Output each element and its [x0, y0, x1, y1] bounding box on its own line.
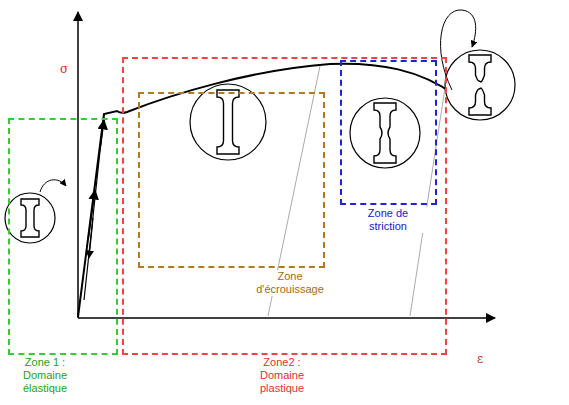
elastic-zone: Zone 1 : Domaine élastique: [8, 118, 118, 355]
hardening-zone: Zone d'écrouissage: [138, 92, 325, 268]
specimen-circle: [350, 98, 420, 168]
strain-axis-label: ε: [477, 352, 483, 366]
plastic-zone: Zone d'écrouissageZone de strictionZone2…: [122, 57, 447, 355]
test-specimen: [21, 199, 39, 237]
zone-label: Zone 1 : Domaine élastique: [15, 356, 75, 395]
unloading-line: [84, 114, 104, 300]
zone-label: Zone d'écrouissage: [245, 270, 335, 296]
test-specimen: [217, 90, 239, 154]
zone-label: Zone2 : Domaine plastique: [252, 356, 312, 395]
specimen-circle: [5, 193, 55, 243]
pointer-arrow: [40, 180, 66, 192]
specimen-circle: [190, 84, 266, 160]
zone-label: Zone de striction: [348, 207, 428, 233]
unloading-arrow: [89, 218, 93, 258]
necking-zone: Zone de striction: [340, 60, 437, 205]
test-specimen: [469, 88, 491, 115]
test-specimen: [374, 103, 396, 163]
specimen-circle: [445, 50, 515, 120]
strain-axis: [78, 317, 495, 319]
stress-axis: [77, 12, 79, 318]
stress-axis-label: σ: [60, 62, 68, 76]
stress-strain-curve: [78, 64, 455, 317]
test-specimen: [469, 55, 491, 82]
